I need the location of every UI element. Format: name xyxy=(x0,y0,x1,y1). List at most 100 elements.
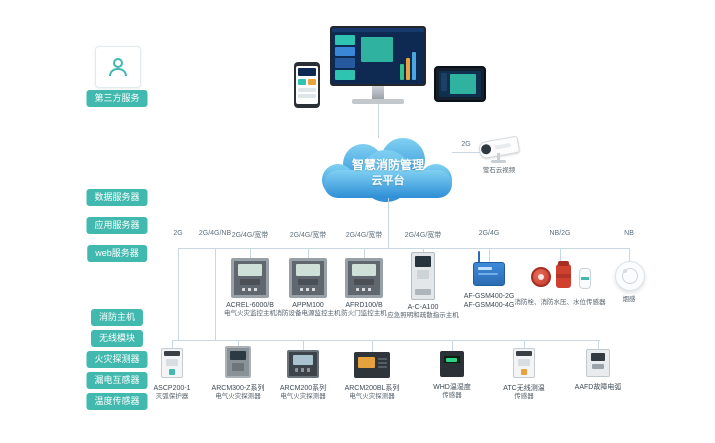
arcm200bl-device xyxy=(354,352,390,378)
device-screen xyxy=(415,256,431,267)
network-label: 2G xyxy=(172,230,184,237)
device-screen xyxy=(230,351,246,360)
phone-screen xyxy=(296,66,318,104)
sensor-band xyxy=(581,277,589,280)
camera-network-label: 2G xyxy=(460,141,472,148)
camera-base xyxy=(491,160,506,163)
dashboard-screen xyxy=(330,26,426,86)
cloud-platform: 智慧消防管理 云平台 xyxy=(318,136,458,204)
device-desc: 消防栓、消防水压、水位传感器 xyxy=(514,299,606,306)
drop-line xyxy=(308,248,309,258)
screen-block xyxy=(298,88,316,92)
third-party-label: 第三方服务 xyxy=(86,90,148,107)
drop-line xyxy=(250,248,251,258)
device-base xyxy=(415,289,431,295)
device-buttons xyxy=(242,288,258,291)
category-label-fire-detector: 火灾探测器 xyxy=(86,351,148,368)
device-model: ACREL-6000/B xyxy=(226,302,274,309)
detector-ring xyxy=(622,268,638,284)
device-top-strip xyxy=(516,351,532,356)
drop-line xyxy=(364,248,365,258)
cloud-title-line2: 云平台 xyxy=(371,174,405,187)
device-keypad xyxy=(232,363,244,371)
network-label: NB/2G xyxy=(548,230,572,237)
device-model: ATC无线测温 xyxy=(503,385,545,392)
person-icon xyxy=(109,58,127,77)
device-screen xyxy=(358,357,375,368)
device-desc: 消防设备电源监控主机 xyxy=(275,310,341,318)
device-caption: AAFD故障电弧 xyxy=(575,383,622,392)
fire-hydrant-icon xyxy=(556,261,571,288)
drop-line xyxy=(598,340,599,349)
device-model: ASCP200-1 xyxy=(153,385,191,392)
device-model: A-C-A100 xyxy=(407,304,439,311)
category-label-wireless: 无线模块 xyxy=(90,330,144,347)
drop-line xyxy=(303,340,304,350)
screen-block xyxy=(298,79,306,85)
device-desc: 烟感 xyxy=(622,296,636,303)
afrd100-device xyxy=(345,258,383,298)
network-label: 2G/4G/宽带 xyxy=(344,230,384,240)
device-model: AFRD100/B xyxy=(345,302,383,309)
device-keypad xyxy=(378,357,387,368)
category-label-temperature: 温度传感器 xyxy=(86,393,148,410)
device-model: AF-GSM400-2G xyxy=(463,293,515,300)
network-label: 2G/4G/宽带 xyxy=(288,230,328,240)
device-button xyxy=(521,369,527,375)
device-model: AAFD故障电弧 xyxy=(574,384,622,391)
device-button xyxy=(169,369,175,375)
widget-block xyxy=(335,70,355,80)
camera-caption: 萤石云视频 xyxy=(483,167,516,176)
drop-line xyxy=(372,340,373,352)
network-label: 2G/4G/NB xyxy=(197,230,233,237)
device-caption: AFRD100/B 防火门监控主机 xyxy=(341,301,387,319)
device-screen xyxy=(166,359,178,366)
widget-block xyxy=(335,58,355,68)
monitor-base xyxy=(352,99,404,104)
device-caption: ACREL-6000/B 电气火灾监控主机 xyxy=(224,301,276,319)
drop-line xyxy=(172,340,173,348)
device-desc: 电气火灾探测器 xyxy=(280,393,326,401)
category-label-leakage: 漏电互感器 xyxy=(86,372,148,389)
appm100-device xyxy=(289,258,327,298)
hydrant-cap xyxy=(558,261,569,266)
drop-line xyxy=(423,248,424,254)
device-screen xyxy=(293,355,313,365)
device-caption: ASCP200-1 灭弧保护器 xyxy=(154,384,191,402)
widget-block xyxy=(335,47,355,56)
chart-bar-icon xyxy=(412,52,416,80)
screen-header-bar xyxy=(332,28,424,32)
drop-line xyxy=(238,340,239,348)
device-screen xyxy=(352,264,376,276)
device-desc: 应急照明和疏散指示主机 xyxy=(387,312,459,320)
drop-line xyxy=(452,340,453,351)
device-model: APPM100 xyxy=(292,302,324,309)
device-caption: ARCM200系列 电气火灾探测器 xyxy=(280,384,326,402)
tablet-icon xyxy=(434,66,486,102)
screen-block xyxy=(298,68,316,76)
camera-caption-text: 萤石云视频 xyxy=(482,167,516,174)
device-slot xyxy=(354,279,374,285)
hydrant-band xyxy=(556,274,571,278)
widget-block xyxy=(335,35,355,45)
ascp200-device xyxy=(161,348,183,378)
arcm200-device xyxy=(287,350,319,378)
device-screen xyxy=(591,353,605,361)
arcm300-device xyxy=(225,346,251,378)
drop-line xyxy=(215,248,216,340)
smoke-detector-icon xyxy=(615,261,645,291)
drop-line xyxy=(629,248,630,262)
network-label: 2G/4G xyxy=(477,230,501,237)
network-label: 2G/4G/宽带 xyxy=(230,230,270,240)
acrel-6000-device xyxy=(231,258,269,298)
device-model: AF-GSM400-4G xyxy=(463,302,515,310)
antenna-icon xyxy=(478,251,480,263)
chart-bar-icon xyxy=(400,64,404,80)
device-screen xyxy=(238,264,262,276)
device-caption: WHD温湿度 传感器 xyxy=(433,383,471,401)
server-label-data: 数据服务器 xyxy=(86,189,148,206)
device-slot xyxy=(298,279,318,285)
device-digits xyxy=(446,358,457,362)
third-party-icon-box xyxy=(95,46,141,88)
